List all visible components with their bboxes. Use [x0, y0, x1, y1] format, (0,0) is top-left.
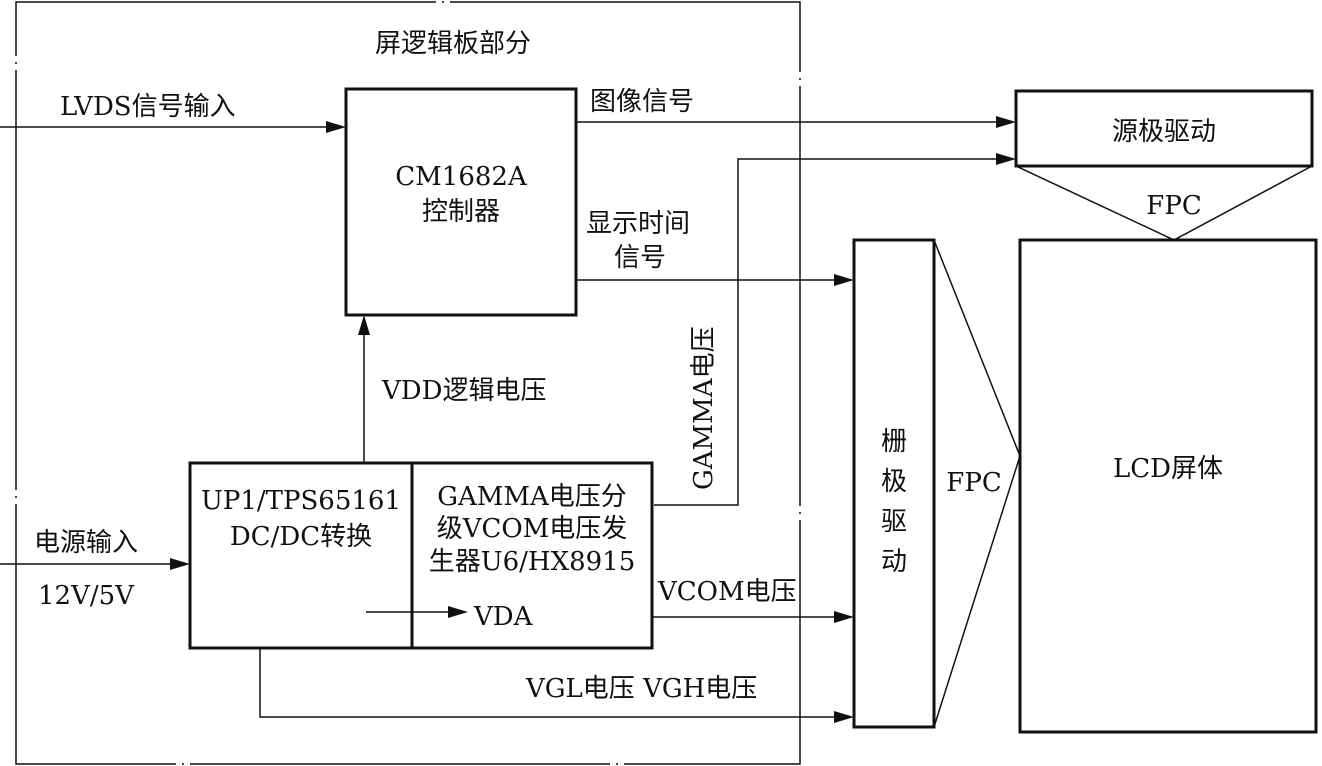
controller-label: 控制器 — [422, 197, 500, 227]
gate-driver-char-2: 极 — [881, 467, 907, 497]
dcdc-converter-name: UP1/TPS65161 — [201, 486, 401, 516]
display-timing-label-2: 信号 — [614, 243, 666, 273]
gate-driver-char-1: 栅 — [881, 427, 907, 457]
power-voltage-label: 12V/5V — [38, 581, 135, 611]
vcom-voltage-label: VCOM电压 — [657, 577, 797, 607]
source-driver-label: 源极驱动 — [1112, 117, 1216, 147]
display-timing-arrowhead — [834, 274, 854, 286]
lvds-input-arrowhead — [326, 121, 346, 133]
vdd-logic-arrowhead — [358, 315, 370, 335]
display-timing-label-1: 显示时间 — [586, 209, 690, 239]
gamma-generator-line-3: 生器U6/HX8915 — [429, 547, 636, 577]
power-input-label: 电源输入 — [34, 528, 138, 558]
dcdc-converter-label: DC/DC转换 — [230, 522, 372, 552]
gate-driver-char-3: 驱 — [881, 507, 907, 537]
top-fpc-label: FPC — [1146, 191, 1201, 221]
board-title: 屏逻辑板部分 — [375, 29, 531, 59]
controller-name: CM1682A — [395, 162, 528, 192]
lcd-panel-box — [1018, 238, 1318, 734]
right-fpc-label: FPC — [946, 468, 1001, 498]
vdd-logic-label: VDD逻辑电压 — [381, 376, 546, 406]
gate-driver-char-4: 动 — [881, 547, 907, 577]
lvds-input-label: LVDS信号输入 — [60, 92, 236, 122]
vgl-vgh-voltage-line — [259, 648, 836, 718]
vcom-voltage-arrowhead — [834, 611, 854, 623]
gamma-vcom-generator-box — [410, 461, 654, 650]
controller-box — [344, 87, 578, 317]
lcd-panel-label: LCD屏体 — [1113, 454, 1223, 484]
gamma-voltage-arrowhead — [996, 153, 1016, 165]
vgl-vgh-voltage-arrowhead — [834, 711, 854, 723]
vda-arrowhead — [448, 606, 468, 618]
gamma-generator-line-2: 级VCOM电压发 — [437, 514, 628, 544]
gamma-voltage-line — [654, 158, 998, 506]
power-input-arrowhead — [170, 558, 190, 570]
vgl-vgh-voltage-label: VGL电压 VGH电压 — [525, 674, 757, 704]
vda-label: VDA — [473, 602, 534, 632]
gate-driver-box — [852, 238, 936, 729]
image-signal-label: 图像信号 — [590, 87, 694, 117]
image-signal-arrowhead — [996, 116, 1016, 128]
source-driver-box — [1014, 89, 1314, 168]
gamma-voltage-label: GAMMA电压 — [689, 326, 719, 490]
gamma-generator-line-1: GAMMA电压分 — [437, 482, 627, 512]
logic-board-boundary — [15, 1, 801, 765]
